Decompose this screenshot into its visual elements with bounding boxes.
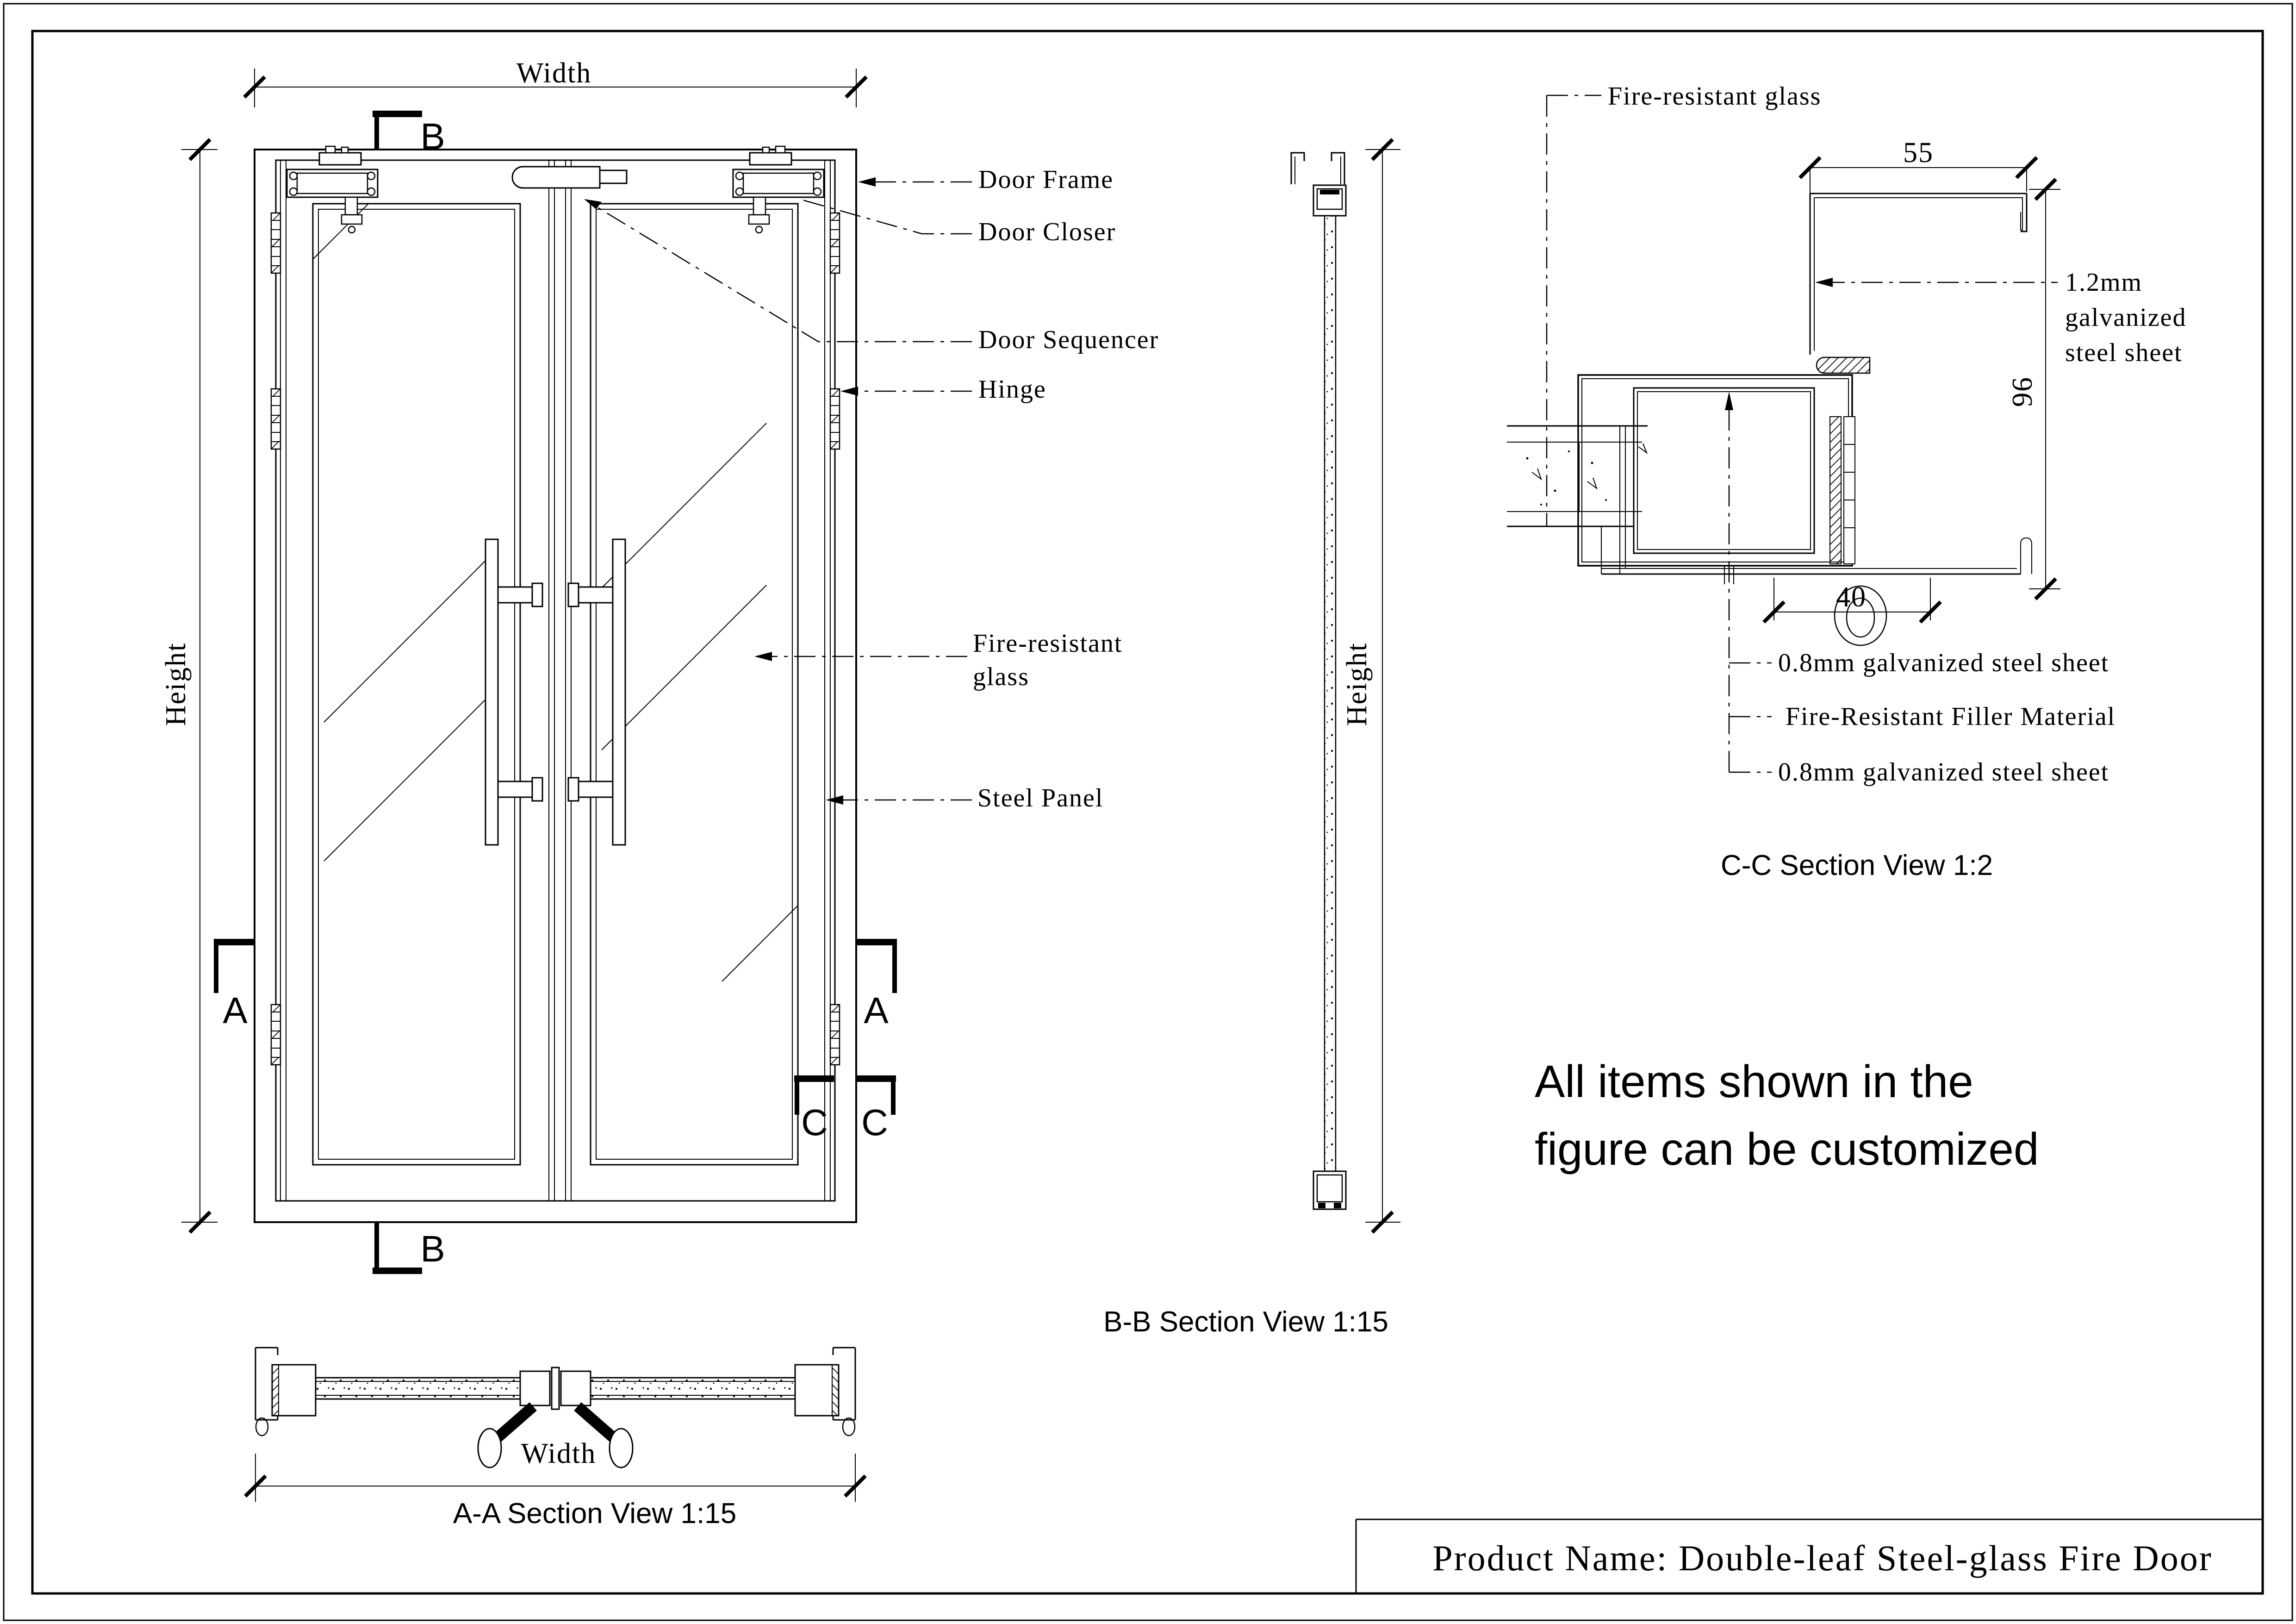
cc-dim-96-text: 96 (2007, 376, 2038, 407)
label-door-closer: Door Closer (978, 218, 1116, 246)
label-fire-glass-line1: Fire-resistant (973, 629, 1122, 658)
front-elevation-view: Width Height B B A (160, 57, 1159, 1274)
hinge-left-top (270, 212, 281, 274)
cc-wall-partition (1507, 425, 1648, 574)
door-closer-left (286, 145, 379, 234)
section-aa-view: Width A-A Section View 1:15 (244, 1347, 867, 1530)
note-line2: figure can be customized (1535, 1124, 2039, 1174)
marker-letter-b-top: B (420, 116, 445, 157)
section-marker-a-left: A (214, 939, 255, 1031)
title-block: Product Name: Double-leaf Steel-glass Fi… (1355, 1518, 2263, 1593)
cc-label-sheet12-line1: 1.2mm (2065, 268, 2142, 297)
callout-hinge: Hinge (840, 375, 1046, 404)
cc-dim-55-text: 55 (1903, 137, 1934, 169)
glass-reflection-lines (312, 203, 798, 982)
cc-label-fire-glass: Fire-resistant glass (1608, 82, 1821, 111)
dim-width-text: Width (516, 57, 592, 89)
section-marker-c-left: C (794, 1075, 834, 1143)
dim-width-top: Width (243, 57, 868, 107)
marker-letter-a-left: A (223, 990, 248, 1031)
cc-bottom-callouts: 0.8mm galvanized steel sheet Fire-Resist… (1729, 649, 2116, 787)
cc-frame-bottom (1601, 526, 2032, 646)
label-door-sequencer: Door Sequencer (978, 325, 1159, 354)
marker-letter-a-right: A (864, 990, 889, 1031)
pull-handle-right (567, 538, 626, 846)
drawing-border (3, 3, 2293, 1621)
hinge-left-bottom (270, 1004, 281, 1066)
callout-door-closer: Door Closer (802, 199, 1116, 246)
callout-fire-glass: Fire-resistant glass (754, 629, 1122, 691)
section-marker-b-top: B (373, 111, 445, 157)
door-closer-right (732, 145, 825, 234)
section-cc-view: Fire-resistant glass 55 (1507, 82, 2187, 881)
hinge-left-mid (270, 388, 281, 450)
callout-door-frame: Door Frame (858, 165, 1114, 194)
view-title-aa: A-A Section View 1:15 (453, 1498, 736, 1530)
product-name: Product Name: Double-leaf Steel-glass Fi… (1432, 1538, 2212, 1578)
cc-dim-55: 55 (1798, 137, 2038, 199)
cc-label-filler: Fire-Resistant Filler Material (1786, 702, 2116, 731)
hinge-right-bottom (829, 1004, 840, 1066)
cc-door-leaf (1577, 374, 1855, 772)
marker-letter-c-right: C (861, 1102, 888, 1143)
callout-steel-panel: Steel Panel (826, 784, 1103, 812)
marker-letter-c-left: C (801, 1102, 828, 1143)
section-marker-b-bottom: B (373, 1222, 445, 1274)
aa-handles (477, 1402, 634, 1468)
cc-label-sheet12-line2: galvanized (2065, 303, 2187, 332)
section-marker-a-right: A (855, 939, 897, 1031)
dim-height-bb-text: Height (1341, 643, 1373, 726)
dim-width-aa (244, 1454, 867, 1502)
cc-dim-40: 40 (1762, 578, 1942, 624)
label-hinge: Hinge (978, 375, 1046, 404)
door-sequencer (511, 166, 628, 189)
cc-callout-sheet12: 1.2mm galvanized steel sheet (1815, 268, 2187, 367)
view-title-bb: B-B Section View 1:15 (1103, 1306, 1388, 1338)
dim-width-aa-text: Width (521, 1438, 597, 1469)
cc-label-sheet08-bottom: 0.8mm galvanized steel sheet (1778, 758, 2109, 787)
hinge-right-top (829, 212, 840, 274)
label-steel-panel: Steel Panel (977, 784, 1103, 812)
cc-callout-fire-glass: Fire-resistant glass (1546, 82, 1821, 526)
dim-height-bb: Height (1341, 138, 1400, 1234)
hinge-right-mid (829, 388, 840, 450)
dim-height-left: Height (160, 138, 218, 1234)
cc-dim-96: 96 (2007, 178, 2060, 600)
cc-dim-40-text: 40 (1836, 581, 1867, 613)
label-fire-glass-line2: glass (973, 662, 1029, 691)
marker-letter-b-bottom: B (420, 1228, 445, 1269)
section-marker-c-right: C (856, 1075, 896, 1143)
pull-handle-left (485, 538, 543, 846)
cc-label-sheet12-line3: steel sheet (2065, 338, 2183, 367)
dim-height-text: Height (160, 643, 192, 726)
callout-door-sequencer: Door Sequencer (584, 199, 1159, 354)
view-title-cc: C-C Section View 1:2 (1721, 849, 1993, 881)
note-line1: All items shown in the (1535, 1056, 1973, 1107)
cc-frame-profile (1809, 193, 2028, 374)
customization-note: All items shown in the figure can be cus… (1535, 1056, 2039, 1174)
cc-label-sheet08-top: 0.8mm galvanized steel sheet (1778, 649, 2109, 677)
label-door-frame: Door Frame (978, 165, 1114, 194)
section-bb-view: Height B-B Section View 1:15 (1103, 138, 1400, 1338)
